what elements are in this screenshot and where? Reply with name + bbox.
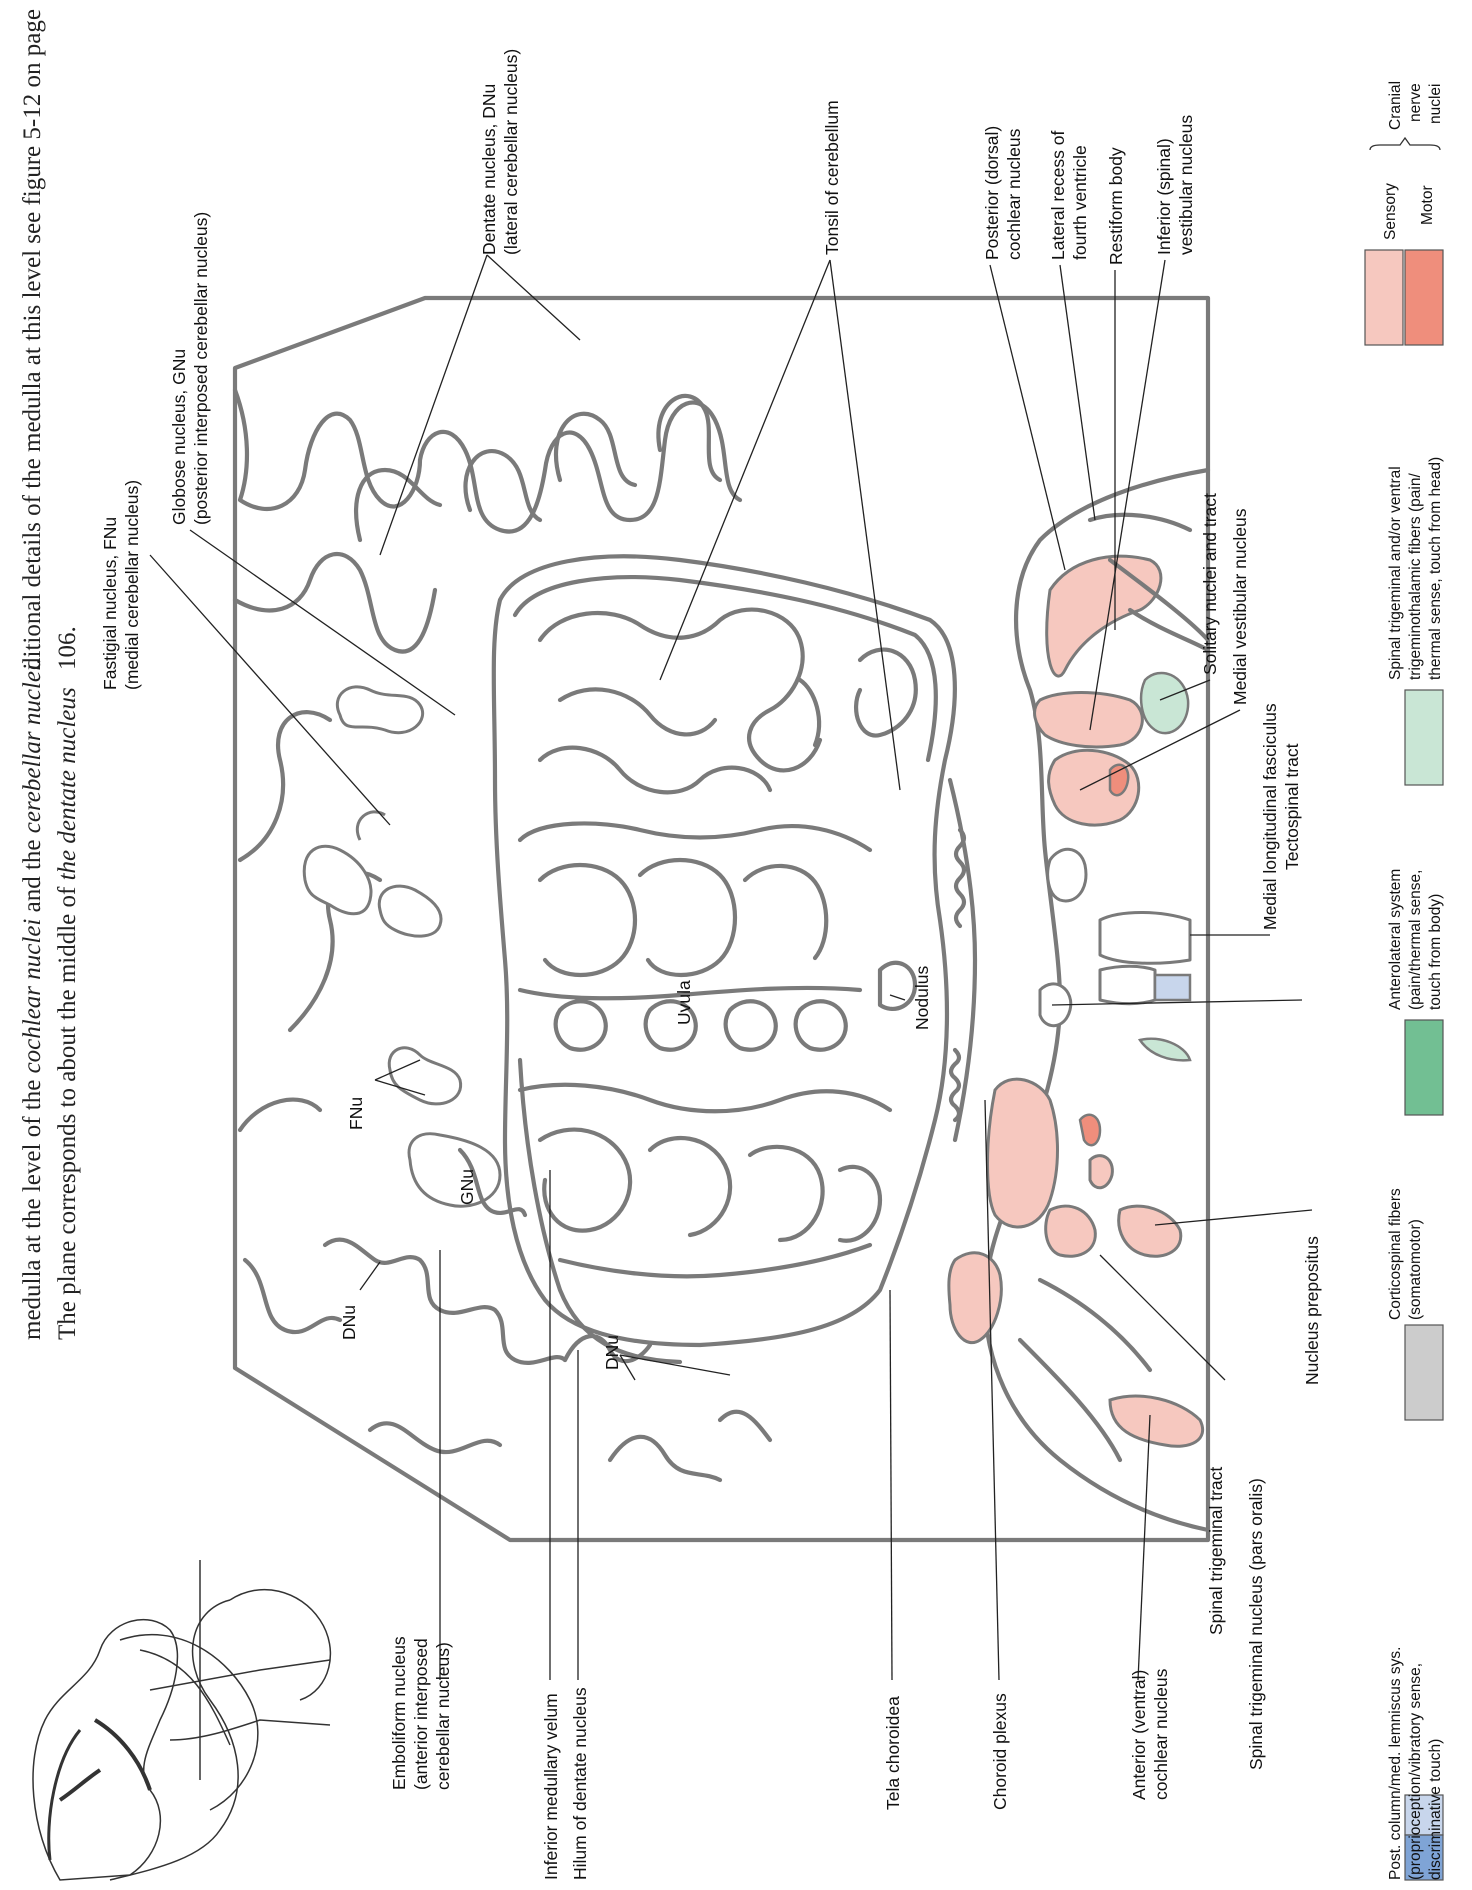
legend-label-trigeminal-1: Spinal trigeminal and/or ventral (1387, 466, 1404, 680)
label-fnu: FNu (346, 1097, 366, 1130)
label-lateral-recess-2: fourth ventricle (1070, 145, 1090, 260)
label-restiform: Restiform body (1106, 147, 1126, 265)
label-inferior-vestibular-1: Inferior (spinal) (1154, 138, 1174, 255)
label-tonsil: Tonsil of cerebellum (822, 100, 842, 255)
label-lateral-recess-1: Lateral recess of (1048, 130, 1068, 260)
legend-label-motor: Motor (1419, 185, 1436, 225)
motor-nucleus-small (1110, 765, 1128, 795)
label-dentate-2: (lateral cerebellar nucleus) (501, 49, 521, 255)
label-inferior-medullary-velum: Inferior medullary velum (541, 1693, 561, 1880)
globose-outline-right (379, 886, 441, 936)
anterolateral-green (1140, 1039, 1190, 1061)
locator-brain-thumbnail (33, 1560, 330, 1880)
label-gnu: GNu (457, 1169, 477, 1205)
label-medial-vestibular: Medial vestibular nucleus (1230, 508, 1250, 705)
label-choroid-plexus: Choroid plexus (990, 1693, 1010, 1810)
label-dnu-left: DNu (339, 1305, 359, 1340)
gnu-island (409, 1134, 500, 1207)
anterior-cochlear-nucleus (1110, 1396, 1203, 1446)
legend-label-trigeminal-2: trigeminothalamic fibers (pain/ (1407, 473, 1424, 680)
section-frame (235, 298, 1208, 1540)
label-spinal-trig-tract: Spinal trigeminal tract (1206, 1467, 1226, 1635)
label-mlf: Medial longitudinal fasciculus (1260, 703, 1280, 930)
legend-label-anterolateral-2: (pain/thermal sense, (1407, 870, 1424, 1010)
medial-lemniscus-blue (1155, 975, 1190, 1000)
motor-nucleus-lower (1080, 1115, 1100, 1145)
tonsil-and-vermis (494, 556, 955, 1345)
label-solitary: Solitary nuclei and tract (1200, 493, 1220, 675)
legend-swatch-anterolateral (1405, 1020, 1443, 1115)
legend-label-cranial-1: Cranial (1387, 81, 1404, 130)
caption-line2: The plane corresponds to about the middl… (54, 687, 81, 1340)
label-nodulus: Nodulus (912, 966, 932, 1030)
label-posterior-cochlear-2: cochlear nucleus (1004, 128, 1024, 260)
label-globose-2: (posterior interposed cerebellar nucleus… (191, 212, 211, 525)
legend-label-lemniscus-1: Post. column/med. lemniscus sys. (1387, 1647, 1404, 1880)
legend-label-trigeminal-3: thermal sense, touch from head) (1427, 457, 1444, 680)
label-anterior-cochlear-1: Anterior (ventral) (1129, 1670, 1149, 1800)
label-tela: Tela choroidea (883, 1696, 903, 1810)
label-globose-1: Globose nucleus, GNu (169, 349, 189, 525)
label-emboliform-3: cerebellar nucleus) (433, 1642, 453, 1790)
spinal-trigeminal-green (1141, 673, 1188, 733)
label-fastigial-1: Fastigial nucleus, FNu (100, 517, 120, 690)
label-fastigial-2: (medial cerebellar nucleus) (122, 480, 142, 690)
fastigial-nucleus-outline (337, 687, 422, 733)
nodulus-outline (880, 963, 915, 1009)
legend-label-lemniscus-2: (proprioception/vibratory sense, (1407, 1663, 1424, 1880)
caption-line4: 106. (54, 626, 81, 670)
label-dentate-1: Dentate nucleus, DNu (479, 84, 499, 255)
inferior-vestibular-nucleus (1035, 693, 1143, 747)
legend-label-lemniscus-3: discriminative touch) (1427, 1739, 1444, 1880)
legend-swatch-motor (1405, 250, 1443, 345)
figure-caption: medulla at the level of the cochlear nuc… (19, 9, 81, 1340)
legend-swatch-sensory (1365, 250, 1403, 345)
label-emboliform-1: Emboliform nucleus (389, 1636, 409, 1790)
cerebellar-folia-upper (235, 390, 740, 1130)
legend-label-corticospinal-2: (somatomotor) (1407, 1219, 1424, 1320)
legend-swatch-corticospinal (1405, 1325, 1443, 1420)
label-nucleus-prepositus: Nucleus prepositus (1302, 1236, 1322, 1385)
label-inferior-vestibular-2: vestibular nucleus (1176, 115, 1196, 255)
legend-label-corticospinal-1: Corticospinal fibers (1387, 1188, 1404, 1320)
label-tectospinal: Tectospinal tract (1282, 743, 1302, 870)
medulla-section (949, 470, 1208, 1530)
legend-brace (1370, 138, 1440, 150)
legend-label-cranial-3: nuclei (1427, 84, 1444, 125)
label-posterior-cochlear-1: Posterior (dorsal) (982, 126, 1002, 260)
caption-line1: medulla at the level of the cochlear nuc… (19, 658, 46, 1340)
fnu-island (389, 1048, 460, 1104)
legend-label-anterolateral-1: Anterolateral system (1387, 869, 1404, 1010)
mlf-box (1100, 913, 1190, 964)
label-spinal-trig-nucleus: Spinal trigeminal nucleus (pars oralis) (1246, 1478, 1266, 1770)
label-uvula: Uvula (674, 980, 694, 1025)
label-dnu-bottom: DNu (602, 1335, 622, 1370)
legend: Post. column/med. lemniscus sys. (propri… (1365, 81, 1444, 1880)
label-hilum: Hilum of dentate nucleus (570, 1687, 590, 1880)
legend-label-cranial-2: nerve (1407, 83, 1424, 122)
label-anterior-cochlear-2: cochlear nucleus (1151, 1668, 1171, 1800)
globose-outline-left (304, 846, 371, 914)
spinal-trigeminal-tract (949, 1253, 1001, 1343)
caption-line3: ditional details of the medulla at this … (19, 9, 46, 670)
legend-label-sensory: Sensory (1382, 183, 1399, 240)
legend-label-anterolateral-3: touch from body) (1427, 894, 1444, 1010)
legend-swatch-trigeminal (1405, 690, 1443, 785)
label-emboliform-2: (anterior interposed (411, 1638, 431, 1790)
spinal-trigeminal-nucleus-lower (988, 1079, 1058, 1227)
